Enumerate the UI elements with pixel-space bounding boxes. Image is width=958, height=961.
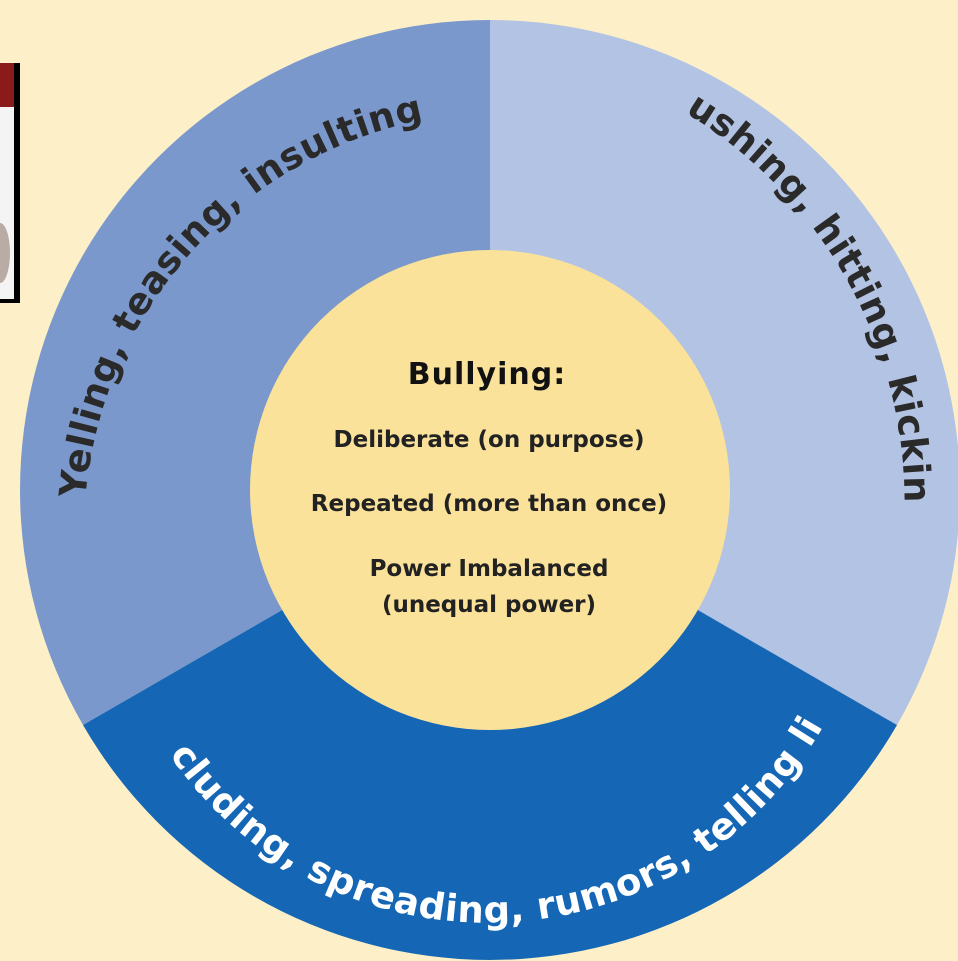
photo-fragment bbox=[0, 63, 20, 303]
center-line-deliberate: Deliberate (on purpose) bbox=[334, 427, 645, 453]
center-line-power: Power Imbalanced bbox=[370, 556, 609, 582]
center-circle bbox=[250, 250, 730, 730]
photo-face bbox=[0, 223, 10, 283]
center-title: Bullying: bbox=[408, 357, 566, 392]
center-line-repeated: Repeated (more than once) bbox=[311, 491, 667, 517]
photo-red-bar bbox=[0, 63, 14, 107]
center-line-unequal: (unequal power) bbox=[382, 592, 596, 618]
